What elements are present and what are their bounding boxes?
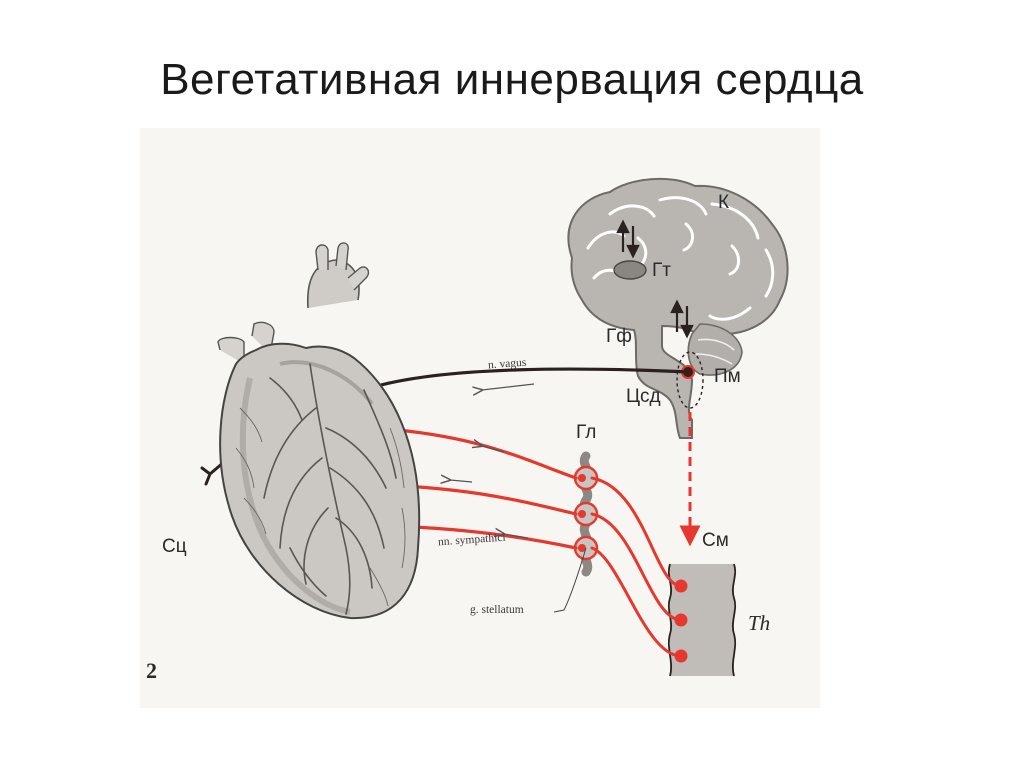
label-heart: Сц <box>162 536 187 557</box>
label-hypothalamus: Гт <box>652 260 671 281</box>
heart-illustration <box>217 242 421 620</box>
label-medulla: Пм <box>714 366 741 387</box>
hypothalamus-node <box>613 260 647 280</box>
brain-illustration <box>567 177 789 439</box>
label-spinal-cord: См <box>702 530 729 551</box>
preganglionic-fibres <box>590 476 683 658</box>
label-cortex: К <box>718 192 730 213</box>
label-pituitary: Гф <box>606 326 632 347</box>
label-cardio-center: Цсд <box>626 386 661 407</box>
figure-number: 2 <box>146 658 157 683</box>
label-vagus: n. vagus <box>487 356 527 372</box>
diagram-artwork <box>200 177 789 677</box>
slide-title: Вегетативная иннервация сердца <box>160 55 864 104</box>
label-ganglion: Гл <box>576 422 597 443</box>
label-stellate-ganglion: g. stellatum <box>470 604 524 616</box>
label-thoracic: Th <box>748 611 771 635</box>
innervation-diagram: К Гт Гф Пм Цсд Гл См Th Сц n. vagus nn. … <box>140 128 820 708</box>
